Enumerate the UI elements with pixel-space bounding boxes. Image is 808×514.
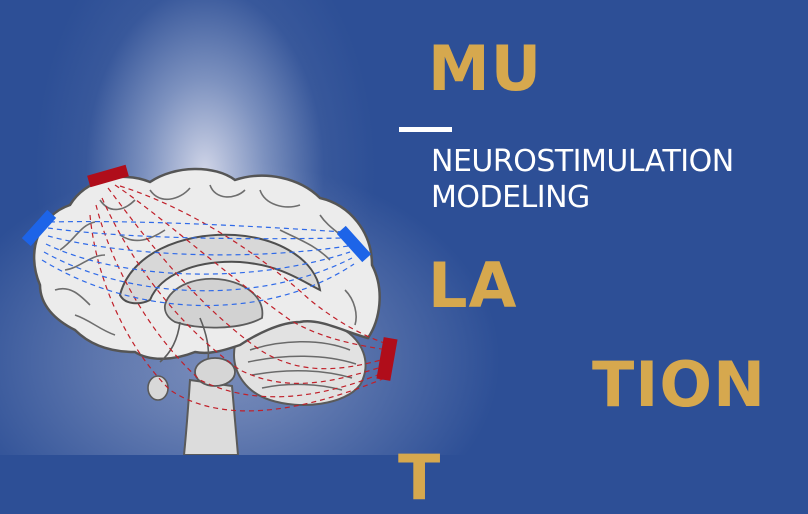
thalamus — [163, 277, 264, 329]
electrode-blue-left — [21, 209, 57, 247]
electrode-blue-right — [336, 225, 372, 263]
pons — [194, 357, 236, 387]
title-word-3: TION — [592, 348, 766, 421]
title-word-1: MU — [428, 32, 543, 105]
title-word-4: T — [398, 441, 442, 514]
electrode-red-right — [376, 337, 398, 381]
subtitle-line-1: NEUROSTIMULATION — [431, 144, 734, 179]
subtitle-line-2: MODELING — [431, 180, 590, 215]
divider-line — [399, 127, 452, 132]
subtitle: NEUROSTIMULATION MODELING — [431, 144, 734, 216]
brain-stem — [182, 378, 240, 455]
blue-field-lines — [41, 220, 355, 307]
brain-illustration — [21, 164, 398, 455]
red-field-lines — [89, 184, 391, 412]
title-word-2: LA — [428, 249, 518, 322]
electrode-red-top — [87, 164, 129, 188]
